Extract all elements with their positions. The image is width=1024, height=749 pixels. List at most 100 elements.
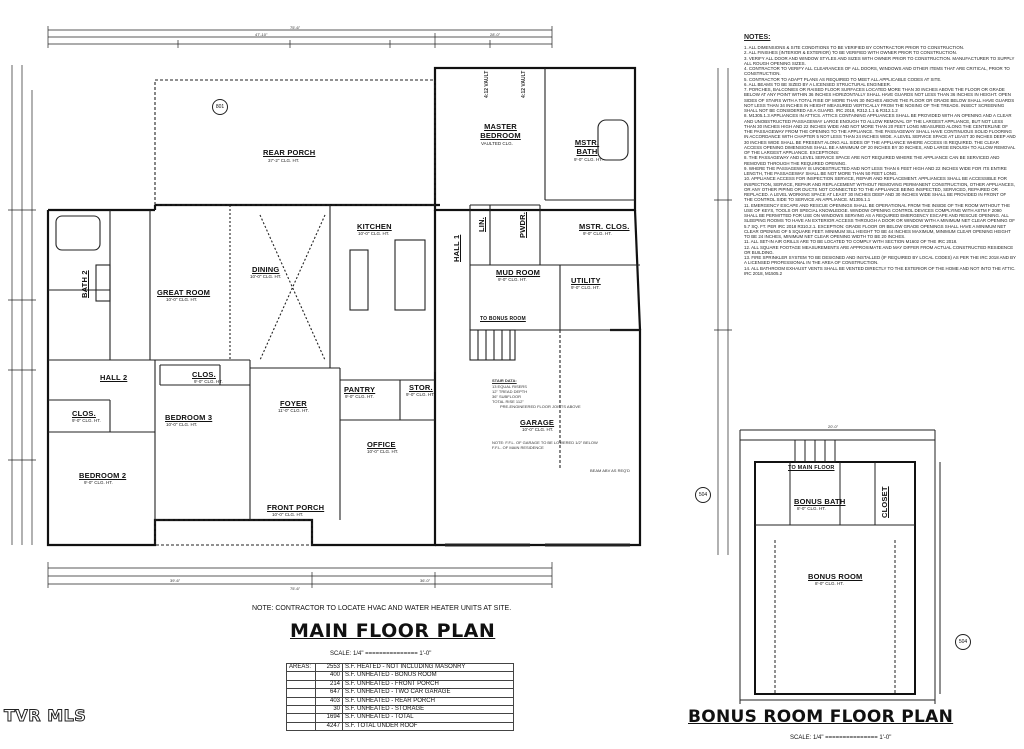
note-item: 12. ALL SQUARE FOOTAGE MEASUREMENTS ARE … [744,244,1014,255]
room-label-pwdr: PWDR. [518,212,527,238]
area-value: 1694 [315,713,343,723]
room-label-clos-a: CLOS. [192,370,216,379]
area-description: S.F. UNHEATED - TWO CAR GARAGE [342,688,514,698]
note-item: 3. VERIFY ALL DOOR AND WINDOW STYLES AND… [744,55,1015,66]
note-item: 2. ALL FINISHES (INTERIOR & EXTERIOR) TO… [744,50,957,56]
stair-data-title: STAIR DATA: [492,378,517,383]
room-label-bonus-bath: BONUS BATH [794,497,846,506]
note-item: 8. M1305.1.3 APPLIANCES IN ATTICS. ATTIC… [744,113,1016,155]
notes-list: 1. ALL DIMENSIONS & SITE CONDITIONS TO B… [744,45,1016,276]
room-label-mstr-clos: MSTR. CLOS. [579,222,630,231]
room-label-office: OFFICE [367,440,396,449]
room-label-dining: DINING [252,265,280,274]
room-label-great-room: GREAT ROOM [157,288,211,297]
area-label-cell [286,705,316,715]
room-label-kitchen: KITCHEN [357,222,392,231]
room-dims-pantry: 9'-0" CLG. HT. [345,394,374,399]
section-marker-801: 801 [212,99,228,115]
room-label-bonus-room: BONUS ROOM [808,572,863,581]
stair-data-line-1: 13 EQUAL RISERS [492,384,527,389]
note-item: 5. CONTRACTOR TO ADAPT PLANS AS REQUIRED… [744,76,942,82]
dim-top-left: 47'-10" [255,32,268,37]
room-label-pantry: PANTRY [344,385,376,394]
room-label-stor: STOR. [409,383,433,392]
area-description: S.F. HEATED - NOT INCLUDING MASONRY [342,662,514,673]
room-dims-mstr-clos: 9'-0" CLG. HT. [583,231,612,236]
garage-note: NOTE: F.F.L. OF GARAGE TO BE LOWERED 1/2… [492,440,598,450]
room-label-to-bonus-room: TO BONUS ROOM [480,316,526,322]
room-label-closet: CLOSET [880,486,889,518]
room-label-to-main-floor: TO MAIN FLOOR [788,465,835,471]
dim-bottom-left: 39'-6" [170,578,181,583]
room-label-mstr-bath: MSTR. BATH [574,138,600,156]
main-scale: SCALE: 1/4" =============== 1'-0" [330,651,432,657]
room-dims-garage: 10'-0" CLG. HT. [522,427,554,432]
room-dims-great-room: 10'-0" CLG. HT. [166,297,198,302]
room-label-clos-b: CLOS. [72,409,96,418]
area-label-cell [286,696,316,707]
area-label-cell [286,679,316,690]
area-value: 400 [315,671,343,681]
area-description: S.F. TOTAL UNDER ROOF [342,721,514,732]
room-label-bath2: BATH 2 [80,270,89,298]
area-description: S.F. UNHEATED - BONUS ROOM [342,671,514,681]
room-dims-dining: 10'-0" CLG. HT. [250,274,282,279]
area-value: 2553 [315,662,343,673]
vault-note-2: 4:12 VAULT [521,70,527,98]
room-label-utility: UTILITY [571,276,601,285]
section-marker-504-main: 504 [695,487,711,503]
room-dims-master-bedroom: VAULTED CLG. [481,141,513,146]
room-dims-office: 10'-0" CLG. HT. [367,449,399,454]
room-dims-bedroom2: 9'-0" CLG. HT. [84,480,113,485]
area-value: 214 [315,679,343,690]
bonus-floor-plan-title: BONUS ROOM FLOOR PLAN [688,707,954,727]
room-dims-rear-porch: 37'-2" CLG. HT. [268,158,300,163]
mls-logo: TVR MLS [3,706,87,726]
room-dims-foyer: 11'-0" CLG. HT. [278,408,309,413]
dim-bottom-right: 36'-0" [420,578,431,583]
room-label-hall1: HALL 1 [452,234,461,262]
note-item: 13. FIRE SPRINKLER SYSTEM TO BE DESIGNED… [744,255,1016,266]
note-item: 6. ALL BEAMS TO BE SIZED BY A LICENSED S… [744,81,892,87]
area-description: S.F. UNHEATED - TOTAL [342,713,514,723]
area-value: 403 [315,696,343,707]
room-label-mud-room: MUD ROOM [496,268,541,277]
note-item: 7. PORCHES, BALCONIES OR RAISED FLOOR SU… [744,87,1015,113]
room-dims-bonus-room: 8'-0" CLG. HT. [815,581,844,586]
room-dims-clos-a: 9'-0" CLG. HT. [194,379,223,384]
note-item: 14. ALL BATHROOM EXHAUST VENTS SHALL BE … [744,265,1016,276]
area-description: S.F. UNHEATED - REAR PORCH [342,696,514,707]
note-item: 9. WHERE THE PASSAGEWAY IS UNOBSTRUCTED … [744,165,1007,176]
area-value: 30 [315,705,343,715]
room-label-foyer: FOYER [280,399,307,408]
room-label-front-porch: FRONT PORCH [267,503,325,512]
main-floor-plan-title: MAIN FLOOR PLAN [290,620,496,642]
room-dims-utility: 9'-0" CLG. HT. [571,285,600,290]
area-description: S.F. UNHEATED - FRONT PORCH [342,679,514,690]
vault-note-1: 4:12 VAULT [484,70,490,98]
room-label-lin: LIN. [477,217,486,232]
area-label-cell [286,713,316,723]
room-label-master-bedroom: MASTER BEDROOM [480,122,521,140]
room-label-bedroom3: BEDROOM 3 [165,413,213,422]
room-label-garage: GARAGE [520,418,555,427]
stair-data-line-3: 36" SUBFLOOR [492,394,521,399]
notes-title: NOTES: [744,34,771,41]
note-item: 8. THE PASSAGEWAY AND LEVEL SERVICE SPAC… [744,155,1000,166]
section-marker-504-bonus: 504 [955,634,971,650]
area-description: S.F. UNHEATED - STORAGE [342,705,514,715]
room-dims-mud-room: 9'-0" CLG. HT. [498,277,527,282]
stair-data-line-4: TOTAL RISE 112" [492,399,524,404]
room-label-hall2: HALL 2 [100,373,128,382]
room-dims-clos-b: 9'-0" CLG. HT. [72,418,101,423]
pre-engineered-note-visible: PRE-ENGINEERED FLOOR JOISTS ABOVE [500,404,581,409]
site-note: NOTE: CONTRACTOR TO LOCATE HVAC AND WATE… [252,605,512,612]
